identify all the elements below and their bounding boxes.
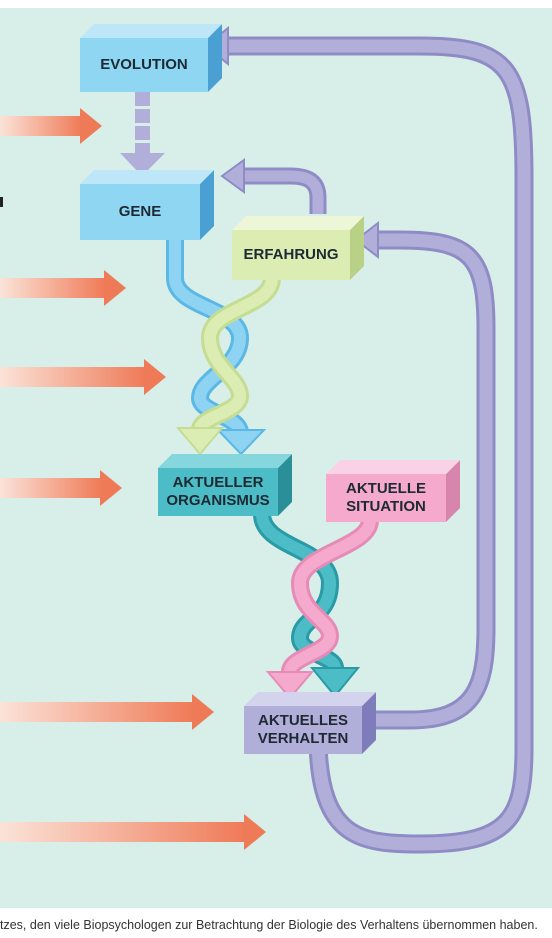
label-erfahrung: ERFAHRUNG [243,246,339,263]
influence-arrow-3 [0,359,166,395]
box-evolution [80,24,222,92]
influence-arrow-1 [0,108,102,144]
arrowhead-organismus-strand [309,667,361,698]
arrowhead-to-gene [220,158,245,194]
influence-arrow-6 [0,814,266,850]
arrowhead-situation-strand [265,671,315,700]
influence-arrow-2 [0,270,126,306]
label-verhalten: AKTUELLES VERHALTEN [257,712,349,747]
label-evolution: EVOLUTION [100,56,188,73]
page-edge-mark [0,197,3,207]
label-gene: GENE [118,203,162,220]
box-erfahrung [232,216,364,280]
label-organismus: AKTUELLER ORGANISMUS [166,474,270,509]
label-situation: AKTUELLE SITUATION [346,480,426,515]
diagram-figure: EVOLUTION GENE ERFAHRUNG AKTUELLER ORGAN… [0,8,552,908]
evolution-to-gene-arrow [120,92,165,176]
arrowhead-erfahrung-strand [175,427,225,456]
diagram-canvas [0,24,534,854]
influence-arrow-5 [0,694,214,730]
box-verhalten [244,692,376,754]
arrowhead-to-erfahrung [354,220,379,260]
box-situation [326,460,460,522]
box-organismus [158,454,292,516]
influence-arrows [0,108,266,850]
influence-arrow-4 [0,470,122,506]
figure-caption: tzes, den viele Biopsychologen zur Betra… [0,918,538,932]
box-gene [80,170,214,240]
arrowhead-gene-strand [215,429,267,456]
